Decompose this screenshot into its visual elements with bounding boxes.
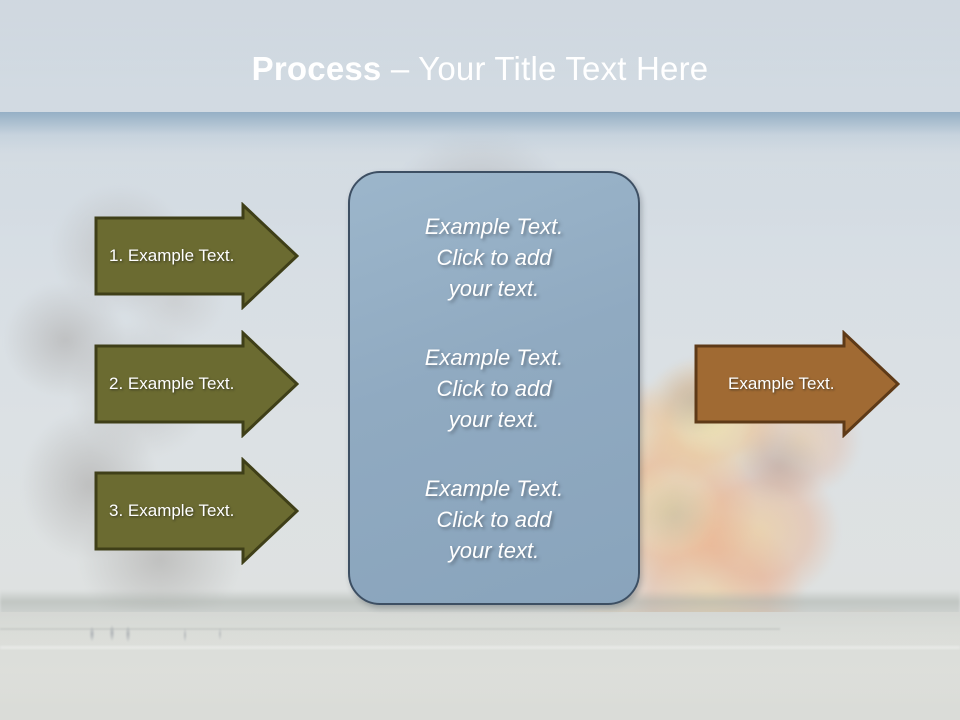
arrow-right-icon	[94, 330, 299, 438]
page-title: Process – Your Title Text Here	[0, 48, 960, 90]
panel-text-block-3: Example Text. Click to add your text.	[424, 476, 564, 563]
page-title-bold: Process	[251, 50, 382, 87]
arrow-right-icon	[694, 330, 900, 438]
arrow-right-icon	[94, 202, 299, 310]
panel-text-block-2: Example Text. Click to add your text.	[424, 345, 564, 432]
input-arrow-2[interactable]: 2. Example Text.	[94, 330, 299, 438]
page-title-rest: – Your Title Text Here	[381, 50, 709, 87]
input-arrow-1-label: 1. Example Text.	[109, 246, 235, 265]
header-fade	[0, 112, 960, 154]
input-arrow-1[interactable]: 1. Example Text.	[94, 202, 299, 310]
output-arrow-label: Example Text.	[728, 374, 835, 393]
arrow-right-icon	[94, 457, 299, 565]
input-arrow-2-label: 2. Example Text.	[109, 374, 235, 393]
panel-text-block-1: Example Text. Click to add your text.	[424, 214, 564, 301]
output-arrow[interactable]: Example Text.	[694, 330, 900, 438]
input-arrow-3[interactable]: 3. Example Text.	[94, 457, 299, 565]
input-arrow-3-label: 3. Example Text.	[109, 501, 235, 520]
center-panel[interactable]: Example Text. Click to add your text. Ex…	[348, 171, 640, 605]
